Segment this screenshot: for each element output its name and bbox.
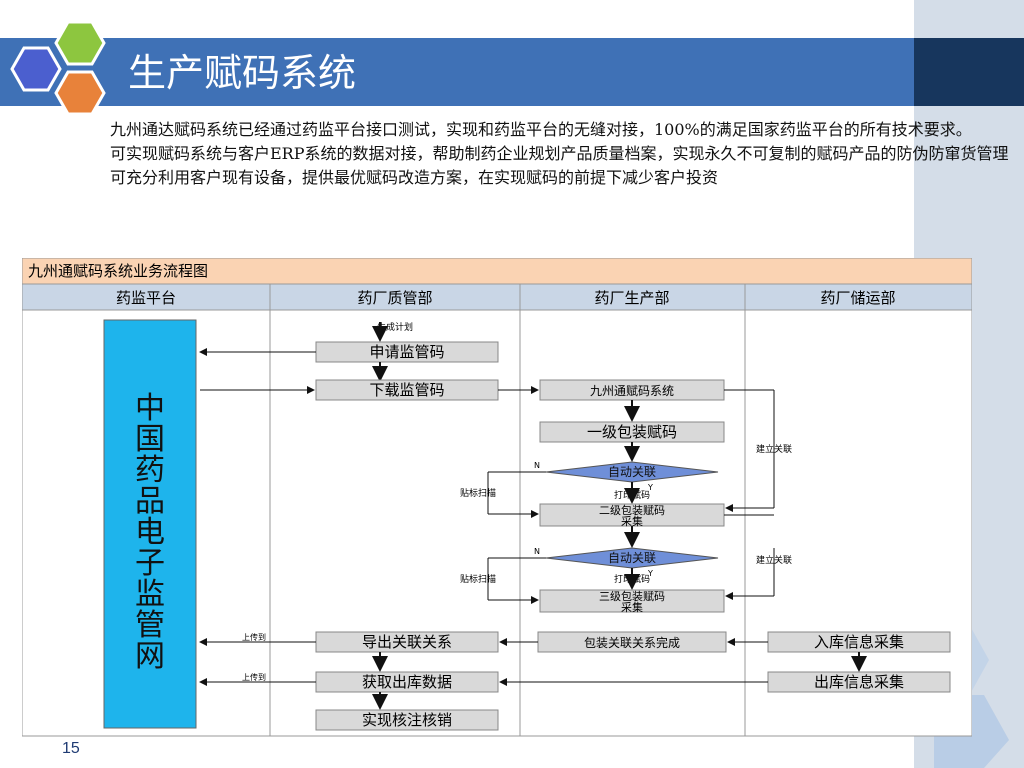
platform-label-char: 监 xyxy=(135,577,165,612)
platform-label-char: 管 xyxy=(135,608,165,643)
node-system-label: 九州通赋码系统 xyxy=(590,384,674,398)
edge-link1: 建立关联 xyxy=(756,443,792,455)
edge-y2: Y xyxy=(647,569,653,578)
platform-label-char: 子 xyxy=(135,546,165,581)
node-export-label: 导出关联关系 xyxy=(362,633,452,651)
edge-upload1: 上传到 xyxy=(242,632,266,642)
hexagon-logo-icon xyxy=(10,20,106,116)
plan-label: 生成计划 xyxy=(377,321,413,333)
node-download-label: 下载监管码 xyxy=(369,381,444,399)
edge-scan1: 贴标扫描 xyxy=(460,487,496,499)
platform-label: 中国药品电子监管网 xyxy=(135,391,165,674)
paragraph-2: 可实现赋码系统与客户ERP系统的数据对接，帮助制药企业规划产品质量档案，实现永久… xyxy=(110,144,1009,163)
edge-upload2: 上传到 xyxy=(242,672,266,682)
node-apply-label: 申请监管码 xyxy=(369,343,444,361)
platform-label-char: 药 xyxy=(135,453,165,488)
lane-header-logistics: 药厂储运部 xyxy=(820,289,895,307)
diagram-title-bar xyxy=(22,258,972,285)
process-flow-diagram: 九州通赋码系统业务流程图 药监平台 药厂质管部 药厂生产部 药厂储运部 中国药品… xyxy=(22,258,972,737)
node-level3 xyxy=(539,589,725,613)
platform-label-char: 国 xyxy=(135,422,165,457)
node-pack-done-label: 包装关联关系完成 xyxy=(584,635,680,650)
lane-header-bar xyxy=(22,283,972,311)
platform-label-char: 网 xyxy=(135,639,165,674)
slide-title: 生产赋码系统 xyxy=(128,51,357,95)
lane-header-qa: 药厂质管部 xyxy=(357,289,432,307)
body-text: 九州通达赋码系统已经通过药监平台接口测试，实现和药监平台的无缝对接，100%的满… xyxy=(30,118,1010,190)
paragraph-1: 九州通达赋码系统已经通过药监平台接口测试，实现和药监平台的无缝对接，100%的满… xyxy=(110,120,972,139)
edge-link2: 建立关联 xyxy=(756,554,792,566)
platform-label-char: 品 xyxy=(135,484,165,519)
node-level1-label: 一级包装赋码 xyxy=(587,423,677,441)
decision-auto2-label: 自动关联 xyxy=(608,551,656,565)
node-out-stock-label: 出库信息采集 xyxy=(814,673,904,691)
node-level2-label-a: 二级包装赋码 xyxy=(599,504,665,517)
page-number: 15 xyxy=(62,740,80,757)
node-level2-label-b: 采集 xyxy=(621,514,643,528)
title-band xyxy=(0,38,914,106)
title-band-accent xyxy=(914,38,1024,106)
node-level3-label-a: 三级包装赋码 xyxy=(599,590,665,603)
platform-label-char: 电 xyxy=(135,515,165,550)
node-get-out-label: 获取出库数据 xyxy=(362,673,452,691)
node-level3-label-b: 采集 xyxy=(621,600,643,614)
diagram-title: 九州通赋码系统业务流程图 xyxy=(28,262,208,280)
platform-label-char: 中 xyxy=(135,391,165,426)
node-verify-label: 实现核注核销 xyxy=(362,711,452,729)
decision-auto1-label: 自动关联 xyxy=(608,465,656,479)
node-in-stock-label: 入库信息采集 xyxy=(814,633,904,651)
edge-y1: Y xyxy=(647,483,653,492)
edge-scan2: 贴标扫描 xyxy=(460,573,496,585)
paragraph-3: 可充分利用客户现有设备，提供最优赋码改造方案，在实现赋码的前提下减少客户投资 xyxy=(110,168,719,187)
lane-header-fda: 药监平台 xyxy=(116,289,176,307)
edge-n2: N xyxy=(534,547,540,556)
node-verify xyxy=(315,709,499,731)
edge-n1: N xyxy=(534,461,540,470)
lane-header-production: 药厂生产部 xyxy=(594,289,669,307)
platform-box xyxy=(103,319,197,729)
